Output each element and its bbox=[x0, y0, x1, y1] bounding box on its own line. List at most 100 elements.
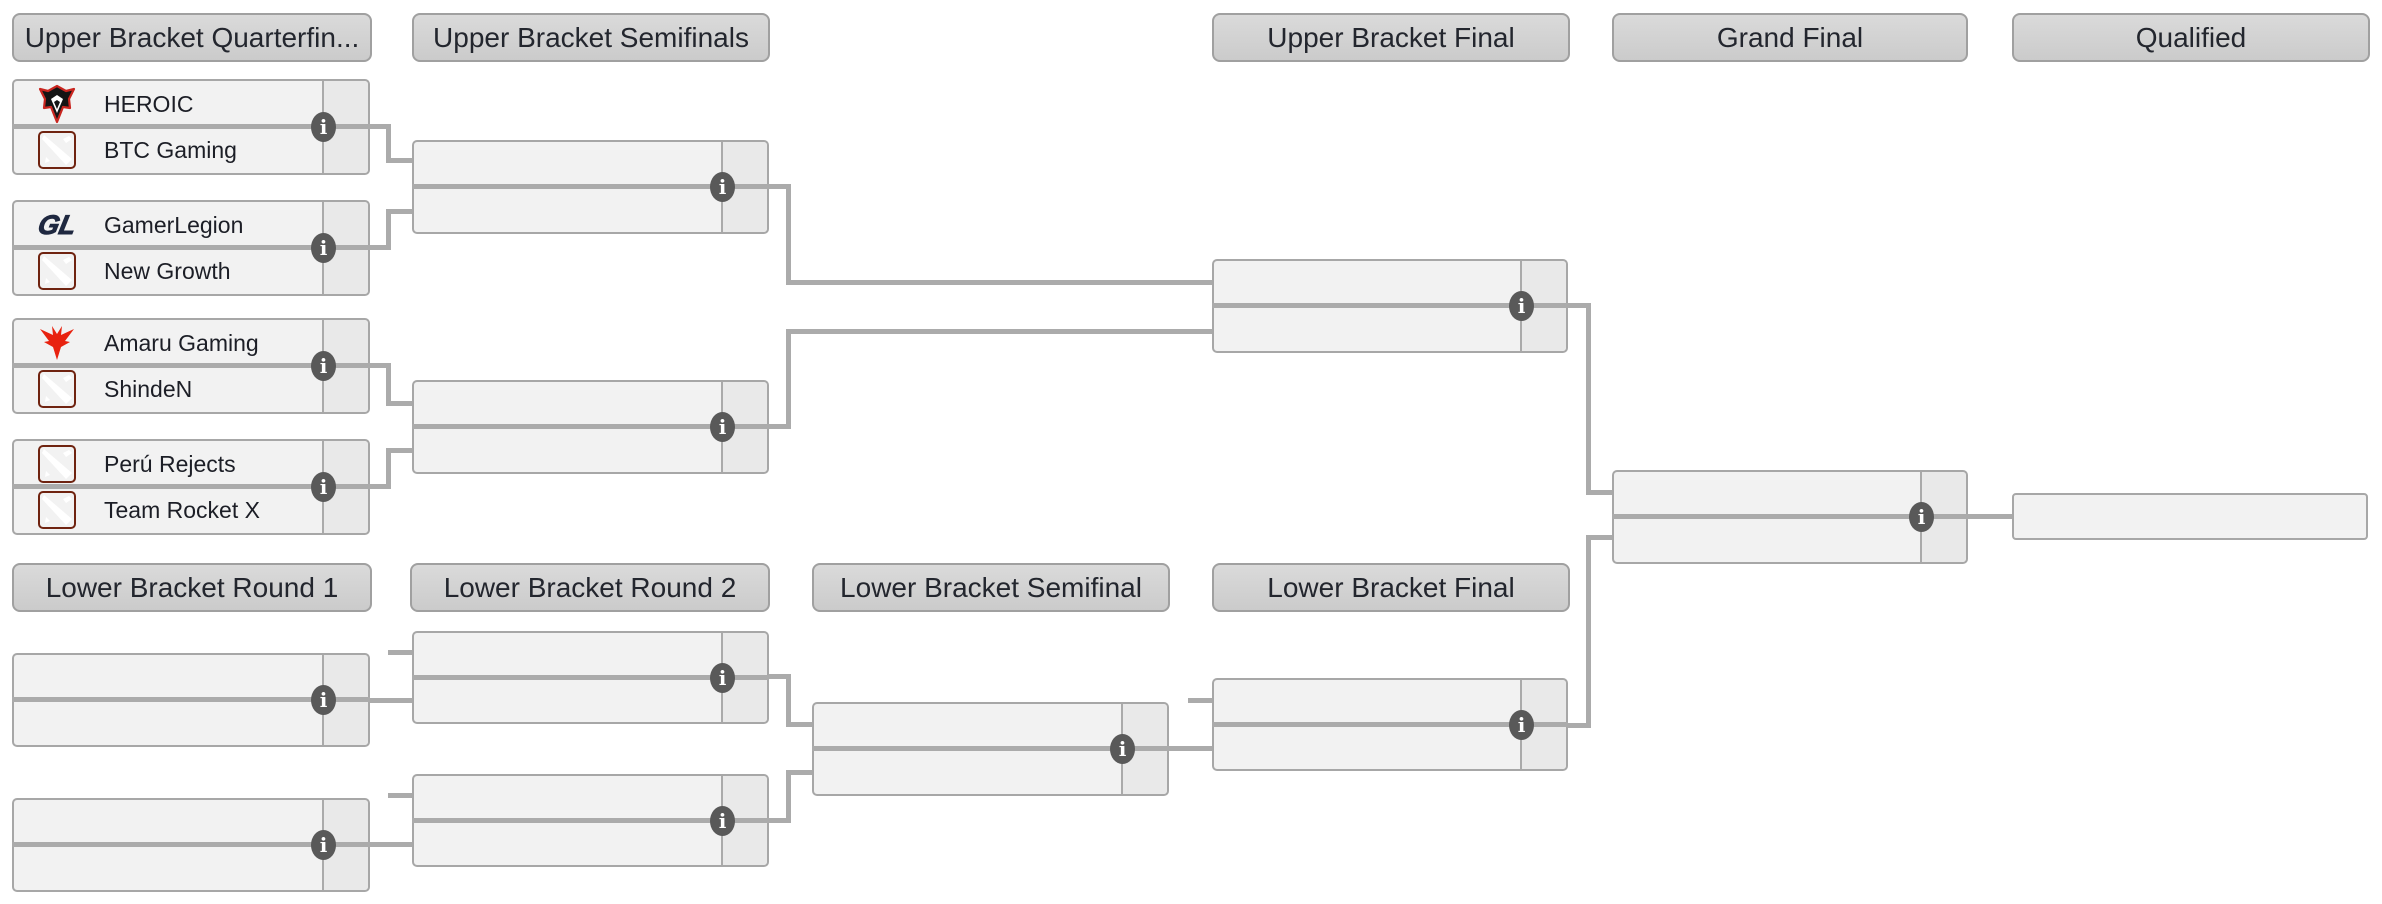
svg-text:GL: GL bbox=[36, 209, 78, 240]
match-lb-semifinal: GL GL i bbox=[812, 702, 1169, 796]
team-name: BTC Gaming bbox=[104, 136, 237, 163]
header-lower-bracket-round-1: Lower Bracket Round 1 bbox=[12, 563, 372, 612]
team-name: HEROIC bbox=[104, 90, 194, 117]
team-slot: GL bbox=[1214, 725, 1522, 770]
match-divider bbox=[412, 184, 769, 189]
connector-line bbox=[386, 124, 391, 163]
header-label: Lower Bracket Round 1 bbox=[45, 571, 339, 603]
match-info-icon[interactable]: i bbox=[710, 662, 735, 693]
match-divider bbox=[412, 817, 769, 823]
team-name: GamerLegion bbox=[104, 211, 244, 238]
dota2-logo-glyph bbox=[38, 131, 76, 169]
team-slot: GL bbox=[414, 821, 723, 866]
connector-line bbox=[1568, 723, 1591, 728]
connector-line bbox=[1586, 490, 1612, 495]
connector-line bbox=[1586, 535, 1612, 540]
team-name: New Growth bbox=[104, 257, 231, 284]
team-logo: GL bbox=[436, 144, 478, 186]
team-slot: GL bbox=[414, 776, 723, 821]
connector-line bbox=[1586, 535, 1591, 728]
team-slot[interactable]: GL Team Rocket X bbox=[14, 487, 324, 533]
connector-line bbox=[786, 674, 791, 727]
header-label: Lower Bracket Semifinal bbox=[840, 571, 1142, 603]
team-slot: GL bbox=[414, 427, 723, 472]
dota2-logo-glyph bbox=[38, 491, 76, 529]
match-divider bbox=[412, 424, 769, 429]
match-info-icon[interactable]: i bbox=[311, 830, 336, 860]
team-slot[interactable]: GL HEROIC bbox=[14, 81, 324, 127]
team-slot[interactable]: GL Amaru Gaming bbox=[14, 320, 324, 366]
connector-line bbox=[786, 722, 812, 727]
team-slot: GL bbox=[1214, 261, 1522, 306]
connector-line bbox=[1568, 303, 1591, 308]
amaru-logo-glyph bbox=[40, 326, 74, 360]
team-slot[interactable]: GL Perú Rejects bbox=[14, 441, 324, 487]
connector-line bbox=[786, 329, 791, 429]
match-info-icon[interactable]: i bbox=[311, 472, 336, 502]
team-slot: GL bbox=[14, 800, 324, 845]
heroic-logo-glyph bbox=[38, 84, 76, 124]
team-logo: GL bbox=[36, 368, 78, 410]
team-logo: GL bbox=[436, 634, 478, 676]
header-lower-bracket-round-2: Lower Bracket Round 2 bbox=[410, 563, 770, 612]
connector-line bbox=[386, 363, 391, 406]
team-slot: GL bbox=[1614, 517, 1922, 562]
connector-line bbox=[1586, 303, 1591, 495]
team-slot[interactable]: GL GamerLegion bbox=[14, 202, 324, 248]
connector-line bbox=[370, 484, 390, 489]
team-logo: GL bbox=[36, 802, 78, 844]
match-info-icon[interactable]: i bbox=[710, 805, 735, 836]
connector-line bbox=[786, 280, 1212, 285]
dota2-logo-glyph bbox=[38, 252, 76, 290]
team-logo: GL bbox=[1636, 519, 1678, 561]
match-ub-semifinal-1: GL GL i bbox=[412, 140, 769, 234]
header-qualified: Qualified bbox=[2012, 13, 2370, 62]
team-slot: GL bbox=[814, 749, 1123, 794]
team-logo: GL bbox=[1236, 308, 1278, 350]
match-divider bbox=[12, 245, 370, 250]
connector-line bbox=[370, 363, 390, 368]
team-slot[interactable]: GL New Growth bbox=[14, 248, 324, 294]
match-info-icon[interactable]: i bbox=[1509, 709, 1534, 740]
team-logo: GL bbox=[436, 822, 478, 864]
team-logo: GL bbox=[36, 489, 78, 531]
connector-line bbox=[769, 184, 790, 189]
match-info-icon[interactable]: i bbox=[311, 233, 336, 263]
team-slot: GL bbox=[414, 633, 723, 678]
connector-line bbox=[386, 209, 412, 214]
match-info-icon[interactable]: i bbox=[1110, 734, 1135, 764]
connector-line bbox=[1169, 746, 1212, 751]
header-upper-bracket-final: Upper Bracket Final bbox=[1212, 13, 1570, 62]
team-logo: GL bbox=[36, 443, 78, 485]
connector-line bbox=[769, 818, 790, 823]
match-info-icon[interactable]: i bbox=[710, 412, 735, 442]
team-slot: GL bbox=[1614, 472, 1922, 517]
match-info-icon[interactable]: i bbox=[1509, 291, 1534, 321]
team-logo: GL bbox=[36, 129, 78, 171]
match-info-icon[interactable]: i bbox=[311, 685, 336, 715]
connector-line bbox=[388, 793, 412, 798]
connector-line bbox=[386, 209, 391, 250]
team-slot[interactable]: GL ShindeN bbox=[14, 366, 324, 412]
connector-line bbox=[786, 329, 1212, 334]
header-label: Lower Bracket Round 2 bbox=[443, 571, 737, 603]
match-lb-round1-1: GL GL i bbox=[12, 653, 370, 747]
connector-line bbox=[370, 245, 390, 250]
team-logo: GL bbox=[836, 706, 878, 748]
match-ub-quarterfinal-3: GL Amaru Gaming GL ShindeN bbox=[12, 318, 370, 414]
team-logo: GL bbox=[36, 847, 78, 889]
connector-line bbox=[386, 158, 412, 163]
match-info-icon[interactable]: i bbox=[710, 172, 735, 202]
match-info-icon[interactable]: i bbox=[1909, 502, 1934, 532]
team-slot: GL bbox=[1214, 306, 1522, 351]
dota2-logo-glyph bbox=[38, 445, 76, 483]
team-slot[interactable]: GL BTC Gaming bbox=[14, 127, 324, 173]
team-name: Team Rocket X bbox=[104, 496, 260, 523]
team-logo: GL bbox=[836, 751, 878, 793]
qualified-team-slot bbox=[2012, 493, 2368, 540]
match-info-icon[interactable]: i bbox=[311, 112, 336, 142]
match-info-icon[interactable]: i bbox=[311, 351, 336, 381]
header-label: Upper Bracket Quarterfin... bbox=[24, 21, 360, 53]
connector-line bbox=[370, 842, 412, 847]
